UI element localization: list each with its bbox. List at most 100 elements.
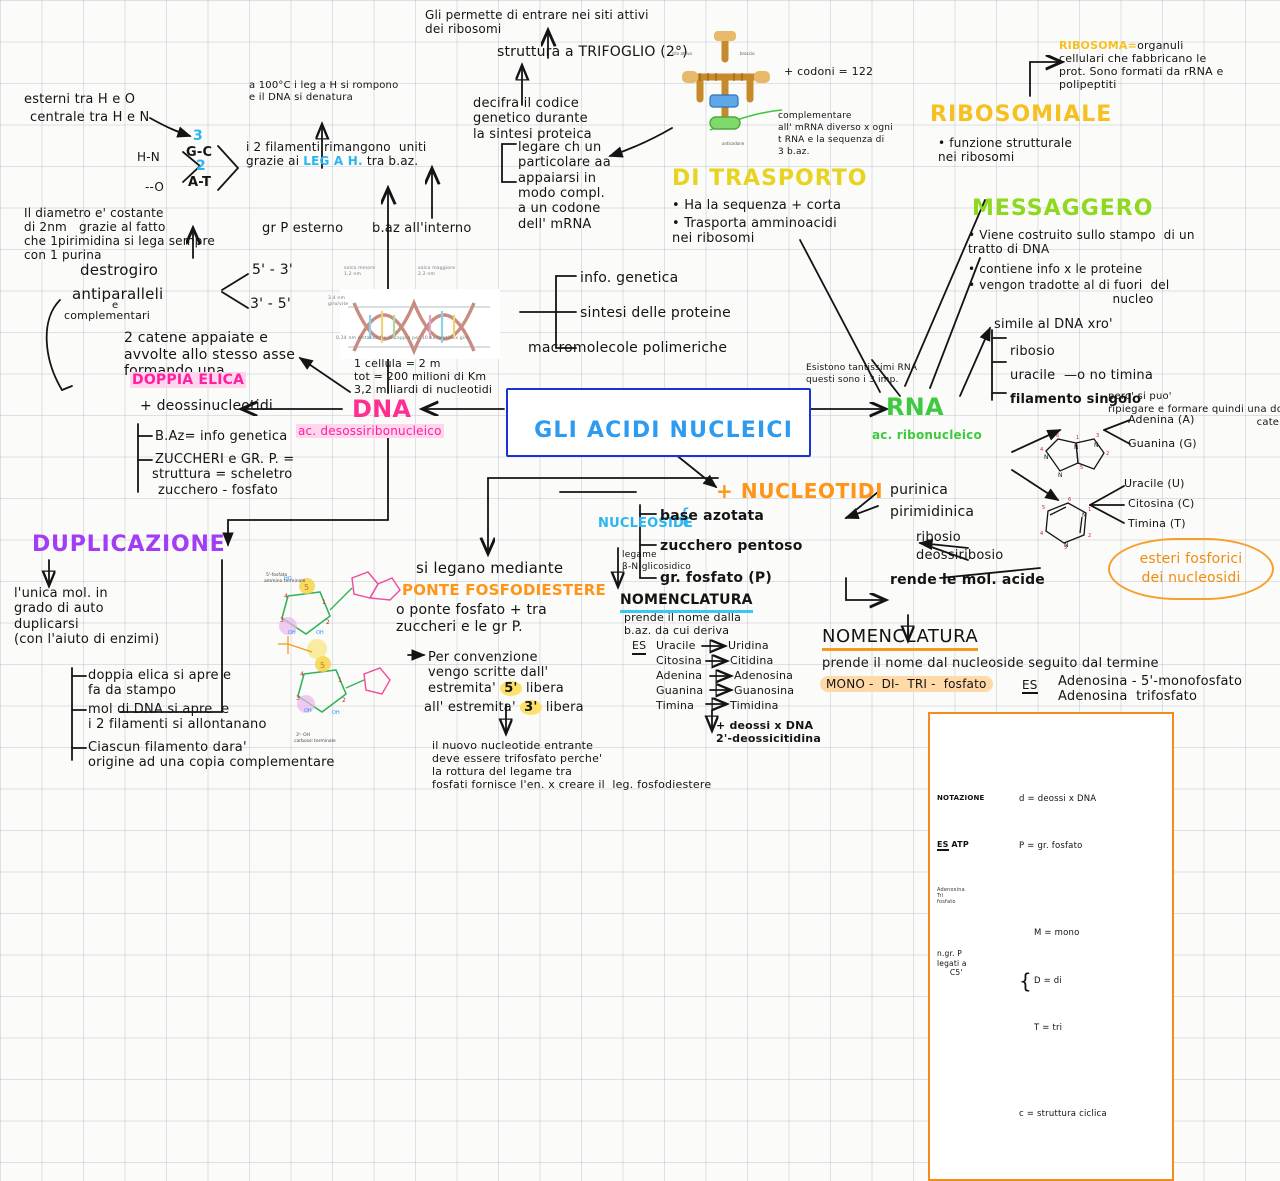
dna-e: e xyxy=(112,300,119,311)
svg-text:4: 4 xyxy=(284,593,288,600)
notation-es: ES ATP xyxy=(937,839,969,851)
nucleotidi-label[interactable]: + NUCLEOTIDI xyxy=(716,479,884,503)
nomenclature-chip: MONO - DI- TRI - fosfato xyxy=(820,676,993,692)
notation-brace-1: D = di xyxy=(1033,975,1062,986)
svg-text:sito attivo: sito attivo xyxy=(672,51,693,56)
center-node[interactable]: GLI ACIDI NUCLEICI xyxy=(506,388,812,457)
nomenclature-pair-0-from: Uracile xyxy=(656,639,696,652)
nomenclature-nucleoside-title: NOMENCLATURA xyxy=(620,592,753,613)
trna-decode-sub: legare ch un particolare aa appaiarsi in… xyxy=(518,140,611,232)
dna-bullet-0: + deossinucleotidi xyxy=(140,398,273,414)
rna-transfer-title[interactable]: DI TRASPORTO xyxy=(672,166,868,191)
dna-destrogiro: destrogiro xyxy=(80,261,159,279)
esteri-cloud: esteri fosforici dei nucleosidi xyxy=(1108,538,1274,600)
nucleotide-part-2: gr. fosfato (P) xyxy=(660,570,772,586)
glycosidic-note: legame β-N-glicosidico xyxy=(622,550,691,572)
svg-text:HO: HO xyxy=(284,576,292,582)
phosphodiester-title[interactable]: PONTE FOSFODIESTERE xyxy=(402,581,606,599)
ribosome-note: RIBOSOMA=organuli cellulari che fabbrica… xyxy=(1059,39,1224,91)
svg-text:anticodone: anticodone xyxy=(722,141,745,146)
svg-text:N: N xyxy=(1074,444,1079,451)
svg-text:OH: OH xyxy=(316,630,324,636)
pyrimidine-base-0: Uracile (U) xyxy=(1124,477,1185,490)
trna-active-sites: Gli permette di entrare nei siti attivi … xyxy=(425,8,649,37)
notation-brace: { xyxy=(1019,968,1032,993)
dna-bullet-3: struttura = scheletro xyxy=(152,467,293,482)
dna-strands-note: i 2 filamenti rimangono uniti grazie ai … xyxy=(246,140,427,169)
dna-double-helix: DOPPIA ELICA xyxy=(130,372,247,388)
rna-messenger-bullet-0: • Viene costruito sullo stampo di un tra… xyxy=(968,228,1195,257)
sugar-type-0: ribosio xyxy=(916,530,961,545)
nomenclature-nucleoside-footnote: + deossi x DNA 2'-deossicitidina xyxy=(716,719,821,745)
dna-complementari: complementari xyxy=(64,309,150,322)
dna-bullet-2: ZUCCHERI e GR. P. = xyxy=(155,452,295,467)
svg-text:3'- OH: 3'- OH xyxy=(296,732,310,738)
dna-helix-caption-h: 3,4 nm giro/vite xyxy=(328,296,349,307)
svg-text:2: 2 xyxy=(1088,533,1091,539)
rna-transfer-bullet-1: • Trasporta amminoacidi nei ribosomi xyxy=(672,216,837,247)
svg-text:5: 5 xyxy=(1042,505,1045,511)
notation-line-1: P = gr. fosfato xyxy=(1019,841,1083,852)
svg-text:N: N xyxy=(1064,542,1069,549)
dna-helix-figure xyxy=(330,270,501,359)
svg-text:N: N xyxy=(1044,454,1049,461)
duplication-title[interactable]: DUPLICAZIONE xyxy=(32,532,226,557)
function-item-1: sintesi delle proteine xyxy=(580,305,731,321)
svg-text:2: 2 xyxy=(342,697,346,704)
svg-text:N: N xyxy=(1082,512,1087,519)
nomenclature-pair-0-to: Uridina xyxy=(728,639,769,652)
svg-text:OH: OH xyxy=(304,708,312,714)
dna-bullet-1: B.Az= info genetica xyxy=(155,429,288,444)
notation-brace-0: M = mono xyxy=(1033,927,1080,938)
dna-label[interactable]: DNA xyxy=(352,395,412,423)
trna-codons: + codoni = 122 xyxy=(784,65,874,78)
rna-compare-tail: pero' si puo' ripiegare e formare quindi… xyxy=(1108,391,1280,428)
notation-box: NOTAZIONE ES ATP Adenosina Tri fosfato n… xyxy=(928,712,1174,1181)
acid-note: rende le mol. acide xyxy=(890,572,1045,588)
dna-gr-p: gr P esterno xyxy=(262,221,344,236)
trna-decode: decifra il codice genetico durante la si… xyxy=(473,96,592,142)
rna-label[interactable]: RNA xyxy=(886,393,944,421)
pyrimidine-base-2: Timina (T) xyxy=(1128,517,1186,530)
rna-compare-head: simile al DNA xro' xyxy=(994,317,1113,332)
nomenclature-pair-4-to: Timidina xyxy=(730,699,779,712)
nomenclature-pair-2-from: Adenina xyxy=(656,669,703,682)
svg-text:OH: OH xyxy=(288,630,296,636)
dna-subtitle: ac. desossiribonucleico xyxy=(296,424,444,438)
purine-base-0: Adenina (A) xyxy=(1128,413,1195,426)
base-type-1: pirimidinica xyxy=(890,504,975,520)
svg-text:2: 2 xyxy=(1106,451,1109,457)
rna-compare-0: ribosio xyxy=(1010,344,1055,359)
svg-text:6: 6 xyxy=(1068,497,1071,503)
nucleotide-part-1: zucchero pentoso xyxy=(660,538,803,554)
convention-note-3: all' estremita' 3' libera xyxy=(424,700,584,715)
svg-text:5: 5 xyxy=(1080,465,1083,471)
rna-ribosomal-bullet-0: • funzione strutturale nei ribosomi xyxy=(938,136,1073,165)
svg-text:N: N xyxy=(1058,472,1063,479)
gc-pair: G-C xyxy=(186,145,213,160)
rna-messenger-title[interactable]: MESSAGGERO xyxy=(972,196,1154,221)
svg-text:1: 1 xyxy=(1076,435,1079,441)
nomenclature-nucleotide-es: ES xyxy=(1022,678,1038,695)
nucleoside-brace: { xyxy=(678,504,691,528)
svg-text:1: 1 xyxy=(1088,507,1091,513)
trna-cloverleaf: struttura a TRIFOGLIO (2°) xyxy=(497,44,688,60)
svg-text:1: 1 xyxy=(338,677,342,684)
duplication-intro: l'unica mol. in grado di auto duplicarsi… xyxy=(14,586,160,647)
dna-diameter-note: Il diametro e' costante di 2nm grazie al… xyxy=(24,206,215,263)
function-item-2: macromolecole polimeriche xyxy=(528,340,728,356)
svg-text:4: 4 xyxy=(300,671,304,678)
rna-intro: Esistono tantissimi RNA questi sono i 3 … xyxy=(806,363,918,386)
svg-text:braccio: braccio xyxy=(740,51,755,56)
rna-ribosomal-title[interactable]: RIBOSOMIALE xyxy=(930,102,1113,127)
h-donor: H-N xyxy=(137,150,160,164)
phosphodiester-sub: o ponte fosfato + tra zuccheri e le gr P… xyxy=(396,602,547,635)
svg-text:OH: OH xyxy=(332,710,340,716)
at-count: 2 xyxy=(196,158,206,174)
nomenclature-pair-1-from: Citosina xyxy=(656,654,702,667)
dna-end-35: 3' - 5' xyxy=(250,296,291,312)
nomenclature-pair-2-to: Adenosina xyxy=(734,669,794,682)
svg-text:6: 6 xyxy=(1056,433,1059,439)
nucleoside-label: NUCLEOSIDE xyxy=(598,516,694,531)
